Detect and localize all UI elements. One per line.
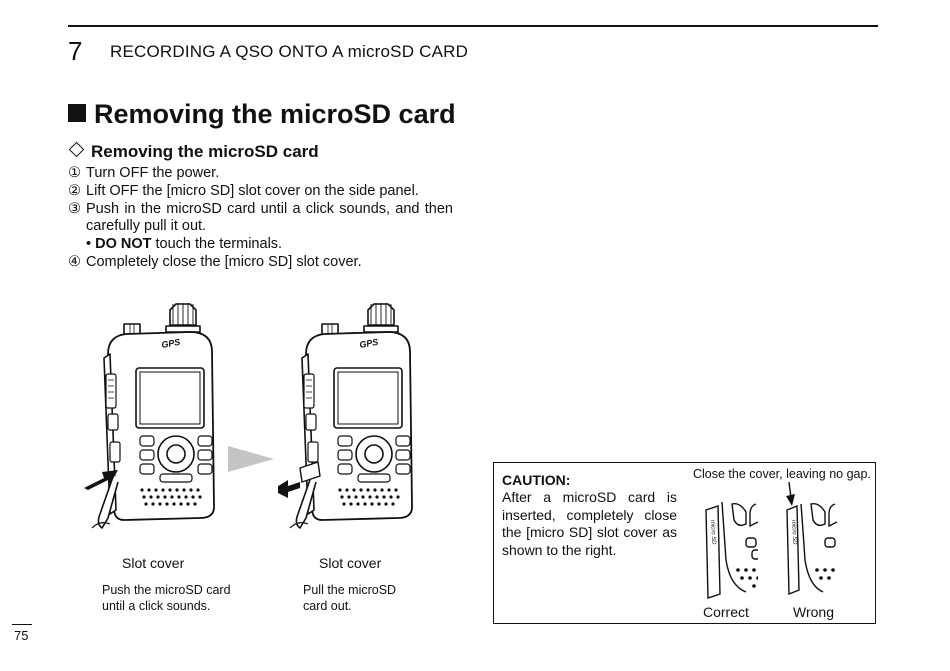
chapter-number: 7 (68, 36, 83, 66)
step-number: ② (68, 182, 81, 199)
gap-note: Close the cover, leaving no gap. (693, 467, 871, 481)
warning-note: • DO NOT touch the terminals. (68, 236, 453, 254)
slot-label: micro SD (709, 520, 716, 546)
subsection-title-text: Removing the microSD card (91, 142, 319, 161)
section-title: Removing the microSD card (68, 99, 456, 130)
push-description-line: until a click sounds. (102, 599, 211, 613)
section-title-text: Removing the microSD card (94, 99, 456, 129)
gap-pointer-arrow-icon (786, 494, 795, 506)
page-number-rule (12, 624, 32, 625)
note-emphasis: DO NOT (95, 236, 152, 253)
pull-arrow-icon (278, 480, 300, 498)
pull-description: Pull the microSD card out. (303, 582, 396, 614)
correct-label: Correct (703, 604, 749, 620)
step-number: ④ (68, 253, 81, 270)
step-text: Lift OFF the [micro SD] slot cover on th… (86, 182, 419, 199)
step-3: ③ Push in the microSD card until a click … (68, 201, 453, 237)
radio-illustration-push: GPS (84, 303, 215, 529)
push-description: Push the microSD card until a click soun… (102, 582, 231, 614)
steps-list: ① Turn OFF the power. ② Lift OFF the [micr… (68, 165, 453, 272)
diamond-icon (68, 141, 85, 158)
step-number: ① (68, 165, 81, 181)
note-text: touch the terminals. (151, 236, 283, 253)
step-1: ① Turn OFF the power. (68, 165, 453, 183)
pull-description-line: Pull the microSD (303, 583, 397, 597)
slot-cover-caption-left: Slot cover (122, 555, 185, 571)
step-text: Completely close the [micro SD] slot cov… (86, 253, 362, 270)
slot-label: micro SD (790, 520, 797, 546)
page-number: 75 (14, 628, 29, 643)
correct-cover-detail: micro SD (705, 500, 762, 600)
wrong-cover-detail: micro SD (786, 481, 838, 596)
header-rule (68, 25, 878, 27)
pull-description-line: card out. (303, 599, 352, 613)
gps-label: GPS (359, 337, 379, 350)
wrong-label: Wrong (793, 604, 834, 620)
gps-label: GPS (161, 337, 181, 350)
step-4: ④ Completely close the [micro SD] slot co… (68, 254, 453, 272)
slot-cover-caption-right: Slot cover (319, 555, 382, 571)
step-2: ② Lift OFF the [micro SD] slot cover on t… (68, 183, 453, 201)
push-description-line: Push the microSD card (102, 583, 231, 597)
next-step-arrow-icon (228, 446, 274, 472)
note-bullet: • (86, 236, 92, 253)
step-text: Turn OFF the power. (86, 165, 220, 181)
caution-heading: CAUTION: (502, 472, 571, 488)
step-number: ③ (68, 200, 81, 217)
caution-text: After a microSD card is inserted, comple… (502, 489, 677, 558)
caution-box (493, 462, 876, 624)
square-bullet-icon (68, 104, 86, 122)
chapter-title: RECORDING A QSO ONTO A microSD CARD (110, 42, 469, 61)
subsection-title: Removing the microSD card (68, 141, 319, 162)
radio-illustration-pull: GPS (278, 303, 413, 529)
push-arrow-icon (84, 470, 118, 490)
step-text: Push in the microSD card until a click s… (86, 200, 453, 235)
